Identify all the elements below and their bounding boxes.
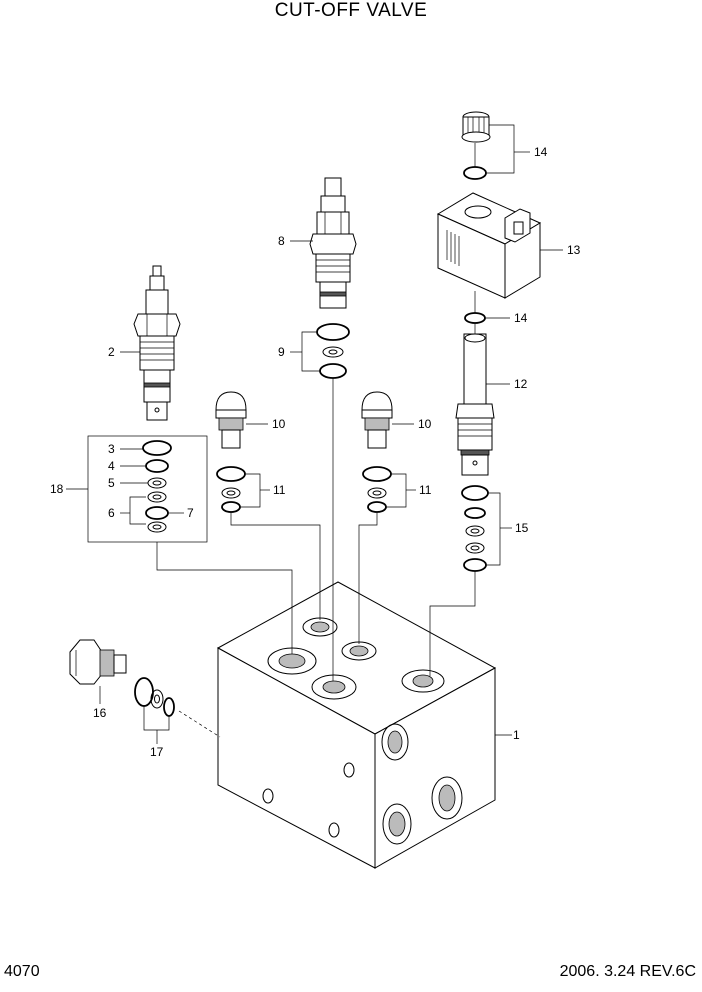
callout-17: 17 — [150, 745, 164, 759]
callout-7: 7 — [187, 506, 194, 520]
callout-3: 3 — [108, 442, 115, 456]
top-port — [311, 674, 357, 700]
side-hole — [328, 822, 340, 838]
pilot-valve — [309, 177, 357, 309]
plug-left — [215, 391, 247, 449]
side-hole — [343, 762, 355, 778]
callout-18: 18 — [50, 482, 64, 496]
callout-2: 2 — [108, 345, 115, 359]
solenoid-coil — [436, 192, 542, 299]
callout-1: 1 — [513, 728, 520, 742]
callout-labels: 1 2 3 4 5 6 7 8 9 10 10 11 11 12 13 14 1… — [50, 145, 581, 759]
callout-5: 5 — [108, 476, 115, 490]
callout-11-right: 11 — [419, 483, 432, 497]
callout-6: 6 — [108, 506, 115, 520]
cartridge-valve — [133, 265, 181, 421]
side-port — [382, 803, 412, 845]
coil-nut — [461, 111, 491, 143]
callout-13: 13 — [567, 243, 581, 257]
callout-12: 12 — [514, 377, 528, 391]
check-valve — [69, 639, 127, 685]
callout-16: 16 — [93, 706, 107, 720]
callout-14-bottom: 14 — [514, 311, 528, 325]
callout-9: 9 — [278, 345, 285, 359]
leader-lines — [66, 124, 563, 744]
page-number: 4070 — [4, 963, 40, 980]
plug-right — [361, 391, 393, 449]
solenoid-valve — [455, 333, 495, 476]
callout-4: 4 — [108, 459, 115, 473]
callout-10-right: 10 — [418, 417, 432, 431]
revision-date: 2006. 3.24 REV.6C — [559, 963, 696, 980]
top-port — [401, 669, 445, 693]
callout-14-top: 14 — [534, 145, 548, 159]
valve-body — [216, 581, 497, 869]
callout-15: 15 — [515, 521, 529, 535]
callout-8: 8 — [278, 234, 285, 248]
side-hole — [262, 788, 274, 804]
side-port — [381, 723, 409, 761]
diagram-title: CUT-OFF VALVE — [274, 0, 428, 21]
callout-10-left: 10 — [272, 417, 286, 431]
callout-11-left: 11 — [273, 483, 286, 497]
side-port — [431, 776, 463, 820]
